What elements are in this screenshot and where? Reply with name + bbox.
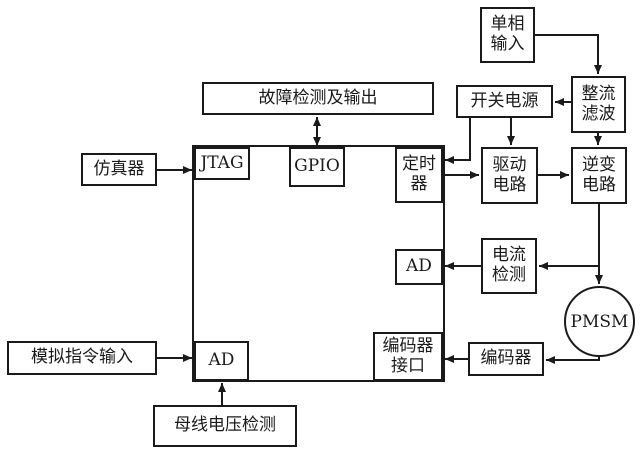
timer-block: 定时 器 — [395, 147, 443, 203]
analog-command-input-block: 模拟指令输入 — [7, 341, 157, 375]
gpio-port: GPIO — [289, 147, 345, 187]
rectify-filter-block: 整流 滤波 — [571, 76, 626, 133]
jtag-port: JTAG — [194, 147, 250, 180]
ad-left-port: AD — [194, 341, 249, 381]
ad-right-port: AD — [395, 249, 443, 285]
current-detect-block: 电流 检测 — [481, 238, 537, 294]
simulator-block: 仿真器 — [81, 153, 157, 186]
controller-block — [192, 145, 445, 382]
fault-detect-output-block: 故障检测及输出 — [202, 82, 434, 115]
switch-power-block: 开关电源 — [456, 85, 553, 118]
drive-circuit-block: 驱动 电路 — [481, 147, 538, 204]
encoder-block: 编码器 — [468, 342, 544, 376]
inverter-circuit-block: 逆变 电路 — [571, 147, 627, 204]
bus-voltage-detect-block: 母线电压检测 — [153, 405, 297, 447]
pmsm-motor: PMSM — [564, 286, 635, 357]
single-phase-input-block: 单相 输入 — [480, 7, 535, 63]
encoder-interface-block: 编码器 接口 — [373, 332, 443, 381]
